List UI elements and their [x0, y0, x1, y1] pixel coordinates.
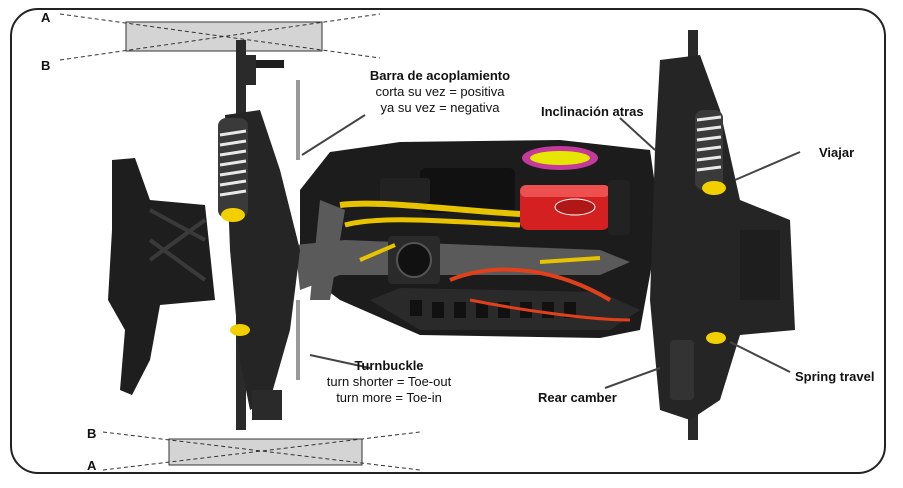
- marker-top-b: B: [41, 58, 51, 73]
- marker-bottom-a: A: [87, 458, 97, 473]
- electronics: [339, 168, 631, 322]
- diagram-frame: [10, 8, 886, 474]
- rear-camber-label: Rear camber: [538, 390, 617, 405]
- turnbuckle-title: Turnbuckle: [354, 358, 424, 373]
- barra-title: Barra de acoplamiento: [369, 68, 511, 83]
- bottom-alignment-plate: [102, 431, 421, 471]
- spring-travel-label: Spring travel: [795, 369, 875, 384]
- marker-bottom-b: B: [87, 426, 97, 441]
- barra-line2: ya su vez = negativa: [380, 100, 500, 115]
- barra-label: Barra de acoplamiento corta su vez = pos…: [360, 68, 520, 116]
- turnbuckle-label: Turnbuckle turn shorter = Toe-out turn m…: [309, 358, 469, 406]
- front-bumper: [108, 158, 215, 395]
- motor: [520, 146, 630, 235]
- inclinacion-label: Inclinación atras: [541, 104, 644, 119]
- barra-line1: corta su vez = positiva: [375, 84, 505, 99]
- top-alignment-plate: [59, 13, 381, 61]
- turnbuckle-line1: turn shorter = Toe-out: [326, 374, 452, 389]
- rear-suspension: [650, 30, 795, 440]
- front-suspension: [218, 40, 300, 430]
- marker-top-a: A: [41, 10, 51, 25]
- viajar-label: Viajar: [819, 145, 855, 160]
- turnbuckle-line2: turn more = Toe-in: [336, 390, 442, 405]
- leader-lines: [301, 114, 801, 389]
